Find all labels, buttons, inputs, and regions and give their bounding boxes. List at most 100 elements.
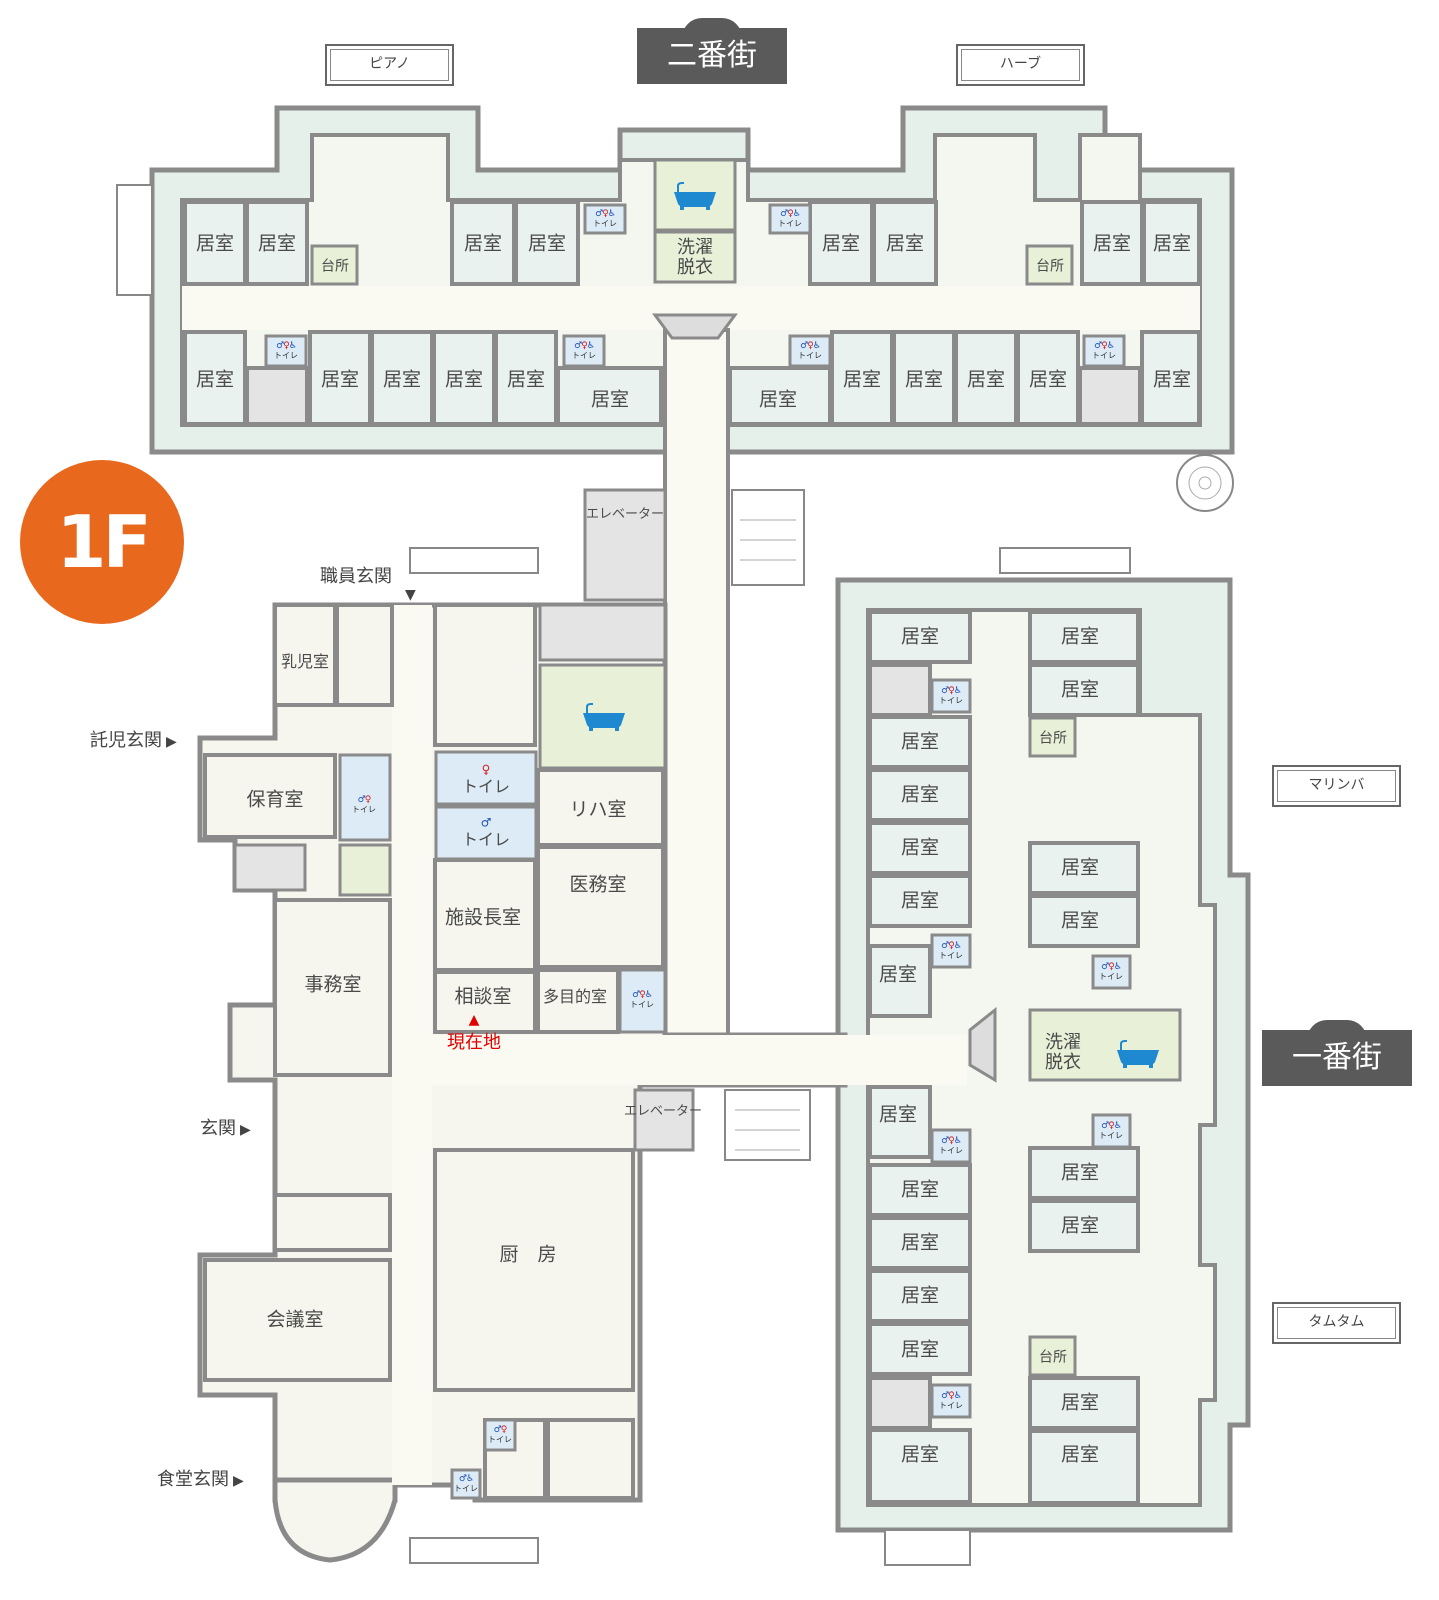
kitchenette-label: 台所 — [321, 258, 349, 275]
entrance-staff-arrow: ▼ — [405, 587, 416, 603]
toilet-icon: ♂♀♿トイレ — [798, 341, 822, 361]
floor-badge: 1F — [20, 460, 184, 624]
central-corridor — [663, 328, 730, 1037]
rehab-room-label: リハ室 — [569, 798, 627, 821]
unit-tag-marimba: マリンバ — [1272, 765, 1401, 807]
room-label: 居室 — [444, 368, 484, 391]
room-label: 居室 — [1092, 232, 1132, 255]
kitchenette-label: 台所 — [1036, 258, 1064, 275]
toilet-label: トイレ — [461, 777, 511, 797]
room-label: 居室 — [900, 1284, 940, 1307]
room-label: 居室 — [257, 232, 297, 255]
room-label: 居室 — [1060, 1443, 1100, 1466]
toilet-icon: ♂♿トイレ — [454, 1474, 478, 1494]
east-bath-room — [1028, 1008, 1182, 1082]
link-corridor — [432, 1035, 967, 1085]
entrance-staff: 職員玄関 — [320, 566, 392, 587]
medical-office-label: 医務室 — [569, 873, 627, 896]
toilet-icon: ♂♀♿トイレ — [572, 341, 596, 361]
room-label: 居室 — [382, 368, 422, 391]
bathtub-icon — [583, 703, 625, 731]
toilet-icon: ♂♀♿トイレ — [1099, 1121, 1123, 1141]
stair-central — [724, 1089, 811, 1161]
toilet-icon-male: ♂ — [480, 815, 492, 830]
stair-north-east — [731, 489, 805, 586]
toilet-label: トイレ — [461, 830, 511, 850]
west-corridor — [392, 605, 432, 1485]
room-label: 居室 — [878, 963, 918, 986]
room-label: 居室 — [1060, 1214, 1100, 1237]
toilet-icon: ♂♀♿トイレ — [778, 209, 802, 229]
kitchen-label: 厨 房 — [499, 1243, 557, 1266]
multipurpose-room-label: 多目的室 — [542, 987, 608, 1007]
room-label: 居室 — [900, 730, 940, 753]
toilet-icon: ♂♀♿トイレ — [274, 341, 298, 361]
toilet-icon: ♂♀♿トイレ — [939, 1391, 963, 1411]
current-location-marker: ▲ 現在地 — [447, 1012, 501, 1054]
unit-tag-herb: ハーブ — [956, 44, 1085, 86]
unit-tag-piano: ピアノ — [325, 44, 454, 86]
room-label: 居室 — [1060, 856, 1100, 879]
room-label: 居室 — [527, 232, 567, 255]
room-label: 居室 — [758, 388, 798, 411]
room-label: 居室 — [966, 368, 1006, 391]
laundry-label: 洗濯 脱衣 — [677, 237, 713, 278]
dining-apse — [272, 1477, 398, 1563]
current-location-triangle: ▲ — [468, 1012, 480, 1028]
toilet-icon-female: ♀ — [481, 762, 491, 777]
room-label: 居室 — [1060, 909, 1100, 932]
room-label: 居室 — [1152, 368, 1192, 391]
room-label: 居室 — [900, 836, 940, 859]
wing-label-first-street: 一番街 — [1262, 1030, 1412, 1086]
bathtub-icon — [1117, 1040, 1159, 1068]
toilet-icon: ♂♀トイレ — [488, 1425, 512, 1445]
stair-top-west — [409, 547, 539, 574]
entrance-main: 玄関▶ — [200, 1118, 251, 1139]
room-label: 居室 — [590, 388, 630, 411]
room-label: 居室 — [1152, 232, 1192, 255]
director-room-label: 施設長室 — [444, 906, 522, 929]
room-label: 居室 — [1028, 368, 1068, 391]
spiral-stair — [1176, 454, 1234, 512]
kitchenette-label: 台所 — [1039, 730, 1067, 747]
toilet-icon: ♂♀♿トイレ — [630, 990, 654, 1010]
room-label: 居室 — [506, 368, 546, 391]
unit-tag-tamtam: タムタム — [1272, 1302, 1401, 1344]
room-label: 居室 — [900, 783, 940, 806]
elevator-label: エレベーター — [585, 506, 665, 522]
toilet-icon: ♂♀♿トイレ — [1099, 962, 1123, 982]
room-label: 居室 — [1060, 1161, 1100, 1184]
room-label: 居室 — [821, 232, 861, 255]
room-label: 居室 — [878, 1103, 918, 1126]
room-label: 居室 — [1060, 625, 1100, 648]
room-label: 居室 — [904, 368, 944, 391]
room-label: 居室 — [900, 1338, 940, 1361]
room-label: 居室 — [900, 1443, 940, 1466]
laundry-label: 洗濯 脱衣 — [1045, 1032, 1081, 1073]
toilet-icon: ♂♀♿トイレ — [1092, 341, 1116, 361]
room-label: 居室 — [320, 368, 360, 391]
room-label: 居室 — [195, 232, 235, 255]
infant-room-label: 乳児室 — [280, 652, 330, 672]
room-label: 居室 — [1060, 1391, 1100, 1414]
room-label: 居室 — [885, 232, 925, 255]
office-label: 事務室 — [304, 973, 362, 996]
toilet-icon: ♂♀♿トイレ — [939, 1136, 963, 1156]
toilet-icon: ♂♀♿トイレ — [593, 209, 617, 229]
room-label: 居室 — [842, 368, 882, 391]
room-label: 居室 — [195, 368, 235, 391]
wing-label-second-street: 二番街 — [637, 28, 787, 84]
stair-bottom — [409, 1537, 539, 1564]
toilet-icon: ♂♀♿トイレ — [939, 686, 963, 706]
kitchenette-label: 台所 — [1039, 1349, 1067, 1366]
nursery-label: 保育室 — [246, 788, 304, 811]
room-label: 居室 — [900, 1178, 940, 1201]
room-label: 居室 — [900, 889, 940, 912]
current-location-label: 現在地 — [447, 1032, 501, 1053]
room-label: 居室 — [463, 232, 503, 255]
toilet-icon: ♂♀♿トイレ — [939, 941, 963, 961]
meeting-room-label: 会議室 — [266, 1308, 324, 1331]
stair-east-bottom — [884, 1529, 971, 1566]
stair-west — [116, 184, 153, 296]
elevator-label: エレベーター — [623, 1103, 703, 1119]
